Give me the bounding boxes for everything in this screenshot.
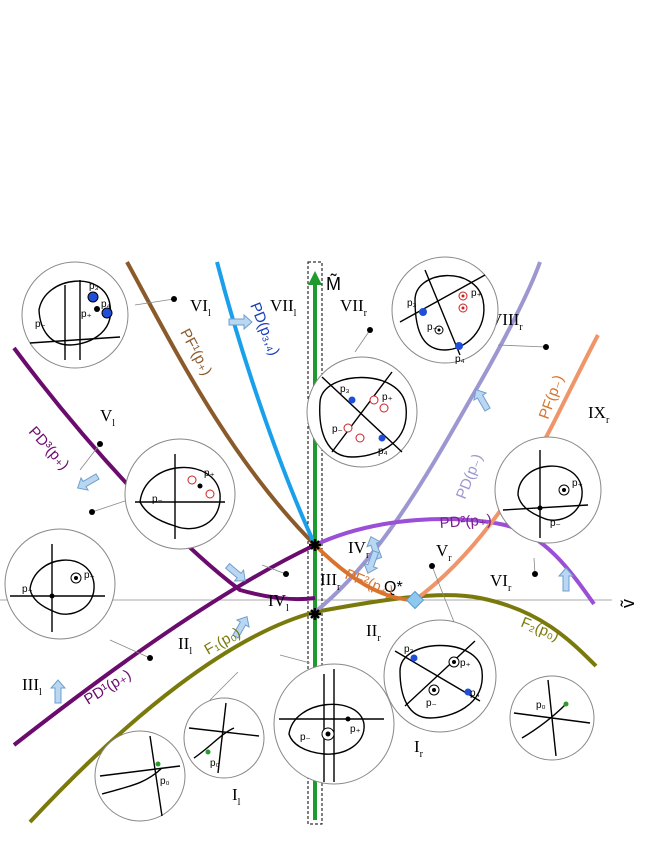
bifurcation-arrow-icon bbox=[73, 469, 102, 495]
svg-text:p₊: p₊ bbox=[382, 392, 393, 403]
svg-text:IVr: IVr bbox=[348, 538, 370, 561]
region-iv-l: IV bbox=[268, 591, 287, 610]
phase-portrait-ii-l: p₀ bbox=[183, 697, 265, 779]
svg-text:p₀: p₀ bbox=[536, 700, 546, 711]
svg-text:p₄: p₄ bbox=[378, 446, 388, 457]
svg-text:p₃: p₃ bbox=[404, 644, 414, 655]
pf-minus-label: PF(p₋) bbox=[536, 373, 568, 421]
svg-text:p₃: p₃ bbox=[340, 384, 350, 395]
region-i-l: I bbox=[232, 785, 238, 804]
pd34-curve bbox=[215, 261, 317, 546]
svg-text:p₃: p₃ bbox=[407, 298, 417, 309]
q-star-label: Q* bbox=[384, 579, 403, 596]
svg-text:Il: Il bbox=[232, 785, 241, 808]
region-vi-l: VI bbox=[190, 296, 208, 315]
svg-text:p₊: p₊ bbox=[204, 468, 215, 479]
star-point-icon bbox=[309, 539, 321, 551]
f1-curve bbox=[28, 610, 316, 824]
svg-text:p₀: p₀ bbox=[160, 776, 170, 787]
svg-text:p₋: p₋ bbox=[35, 319, 46, 330]
svg-text:p₊: p₊ bbox=[350, 724, 361, 735]
pf2-curve bbox=[313, 543, 416, 602]
diamond-point-icon bbox=[405, 590, 425, 610]
svg-text:IVl: IVl bbox=[268, 591, 289, 614]
region-ix-r: IX bbox=[588, 403, 606, 422]
phase-portrait-iv-l: p₊ p₋ bbox=[4, 528, 116, 640]
svg-text:p₄: p₄ bbox=[470, 688, 480, 699]
pointer-dots bbox=[79, 296, 549, 708]
pf1-label: PF¹(p₊) bbox=[176, 326, 215, 379]
svg-text:IIIl: IIIl bbox=[22, 675, 42, 698]
pd3-curve bbox=[12, 346, 316, 602]
f2-curve bbox=[314, 593, 598, 668]
svg-text:VIl: VIl bbox=[190, 296, 211, 319]
phase-portrait-vi-l: p₃ p₄ p₊ p₋ bbox=[21, 261, 129, 369]
svg-text:p₊: p₊ bbox=[460, 658, 471, 669]
region-i-r: I bbox=[414, 737, 420, 756]
svg-text:p₋: p₋ bbox=[22, 584, 33, 595]
svg-text:p₋: p₋ bbox=[332, 424, 343, 435]
phase-portrait-ix-r: p₊ p₋ bbox=[494, 436, 602, 544]
svg-text:p₋: p₋ bbox=[550, 518, 561, 529]
pd3-label: PD³(p₊) bbox=[25, 423, 72, 473]
svg-text:p₄: p₄ bbox=[455, 354, 465, 365]
phase-portrait-i-r-center: p₋ p₊ bbox=[273, 663, 395, 785]
svg-text:Vr: Vr bbox=[436, 541, 452, 564]
region-iii-r: III bbox=[320, 570, 337, 589]
curves bbox=[12, 261, 600, 824]
region-vii-r: VII bbox=[340, 296, 364, 315]
region-ii-r: II bbox=[366, 621, 378, 640]
svg-text:p₀: p₀ bbox=[210, 758, 220, 769]
svg-text:p₊: p₊ bbox=[84, 570, 95, 581]
phase-portrait-i-l: p₀ bbox=[94, 730, 186, 822]
svg-text:IIr: IIr bbox=[366, 621, 381, 644]
phase-portrait-v-l: p₊ p₋ bbox=[124, 438, 236, 550]
pd2-label: PD²(p₊) bbox=[439, 511, 492, 532]
phase-portrait-f2: p₀ bbox=[509, 675, 595, 761]
pd-minus-label: PD(p₋) bbox=[453, 451, 486, 501]
region-ii-l: II bbox=[178, 634, 190, 653]
key-points: Q* bbox=[309, 539, 425, 620]
phase-portrait-vii-r: p₃ p₄ p₊ p₋ bbox=[306, 356, 418, 468]
svg-text:IIl: IIl bbox=[178, 634, 192, 657]
svg-text:p₊: p₊ bbox=[81, 309, 92, 320]
region-v-l: V bbox=[100, 406, 113, 425]
region-iv-r: IV bbox=[348, 538, 367, 557]
region-v-r: V bbox=[436, 541, 449, 560]
m-axis-label: M̃ bbox=[326, 273, 341, 294]
phase-portrait-i-r-right: p₃ p₄ p₊ p₋ bbox=[383, 619, 497, 733]
svg-text:Vl: Vl bbox=[100, 406, 115, 429]
svg-text:p₋: p₋ bbox=[300, 732, 311, 743]
svg-text:IIIr: IIIr bbox=[320, 570, 341, 593]
bifurcation-arrow-icon bbox=[50, 679, 66, 704]
svg-text:VIIr: VIIr bbox=[340, 296, 368, 319]
svg-text:p₋: p₋ bbox=[152, 494, 163, 505]
pd2-curve bbox=[314, 517, 596, 606]
svg-text:p₋: p₋ bbox=[427, 322, 438, 333]
region-iii-l: III bbox=[22, 675, 39, 694]
pf1-curve bbox=[125, 261, 317, 547]
svg-text:p₊: p₊ bbox=[471, 288, 482, 299]
pd1-curve bbox=[12, 543, 316, 747]
svg-text:VIr: VIr bbox=[490, 571, 512, 594]
svg-text:Ir: Ir bbox=[414, 737, 424, 760]
v-axis-label: ṽ bbox=[618, 599, 638, 608]
svg-text:p₃: p₃ bbox=[89, 281, 99, 292]
svg-text:p₄: p₄ bbox=[101, 299, 111, 310]
star-point-icon bbox=[309, 608, 321, 620]
svg-text:p₋: p₋ bbox=[426, 698, 437, 709]
region-vi-r: VI bbox=[490, 571, 508, 590]
svg-text:VIIl: VIIl bbox=[270, 296, 297, 319]
svg-text:IXr: IXr bbox=[588, 403, 610, 426]
phase-portrait-viii-r: p₃ p₄ p₊ p₋ bbox=[391, 256, 499, 365]
svg-text:p₊: p₊ bbox=[572, 478, 583, 489]
pd-minus-curve bbox=[313, 261, 542, 614]
region-vii-l: VII bbox=[270, 296, 294, 315]
